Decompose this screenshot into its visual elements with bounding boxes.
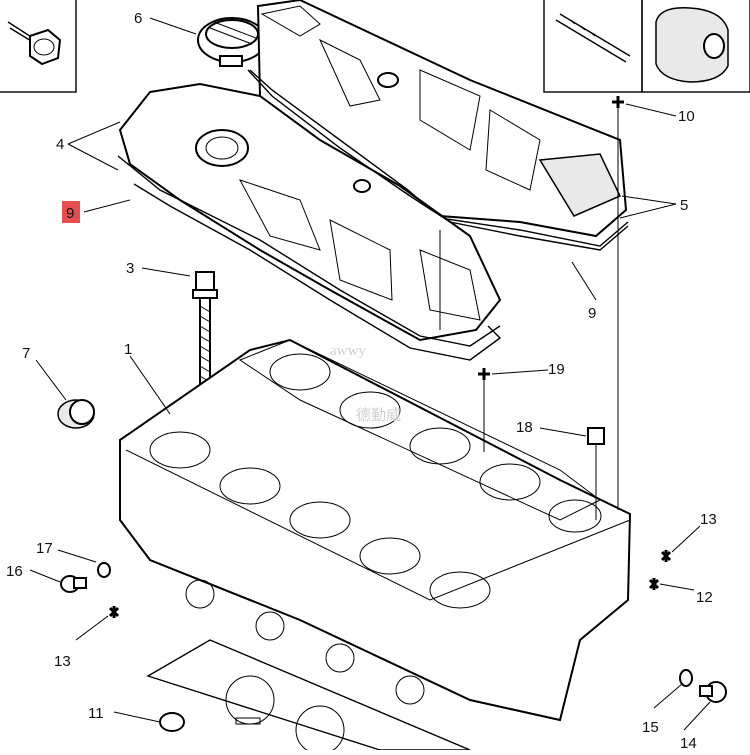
callout-9-highlighted: 9 (66, 205, 74, 222)
callout-10: 10 (678, 108, 695, 125)
plug-18-square (587, 427, 605, 445)
washer-17 (97, 562, 111, 578)
cylinder-head (119, 338, 632, 722)
front-gasket (133, 183, 502, 361)
callout-6: 6 (134, 10, 142, 27)
callout-16: 16 (6, 563, 23, 580)
callout-12: 12 (696, 589, 713, 606)
rear-gasket (247, 69, 629, 251)
callout-13-left: 13 (54, 653, 71, 670)
callout-4: 4 (56, 136, 64, 153)
core-plug (57, 399, 95, 429)
leader-lines (29, 17, 711, 731)
washer-11 (159, 712, 185, 732)
oil-filler-cap (197, 17, 267, 67)
cam-journals (149, 353, 602, 609)
callout-15: 15 (642, 719, 659, 736)
head-bolt (192, 271, 218, 409)
highlight-box-9 (62, 201, 80, 223)
callout-18: 18 (516, 419, 533, 436)
front-valve-cover (117, 82, 502, 347)
asterisk-markers (108, 96, 672, 618)
callout-3: 3 (126, 260, 134, 277)
watermark-cjk: 德勤威 (356, 406, 401, 424)
plug-16 (60, 575, 87, 593)
intake-ports (185, 579, 425, 705)
inset-grommet-box (641, 0, 750, 93)
callout-14: 14 (680, 735, 697, 750)
callout-7: 7 (22, 345, 30, 362)
inset-stud-box (543, 0, 643, 93)
callout-labels: 6 4 9 3 7 1 10 5 9 19 18 13 12 17 16 13 … (6, 10, 717, 752)
watermark-latin: awwy (330, 343, 366, 359)
washer-15 (679, 669, 693, 687)
callout-5: 5 (680, 197, 688, 214)
callout-13-right: 13 (700, 511, 717, 528)
callout-19: 19 (548, 361, 565, 378)
callout-9: 9 (588, 305, 596, 322)
plug-14 (699, 681, 727, 703)
callout-1: 1 (124, 341, 132, 358)
inset-bolt-box (0, 0, 77, 93)
callout-17: 17 (36, 540, 53, 557)
callout-11: 11 (88, 705, 104, 722)
rear-valve-cover (249, 0, 629, 247)
